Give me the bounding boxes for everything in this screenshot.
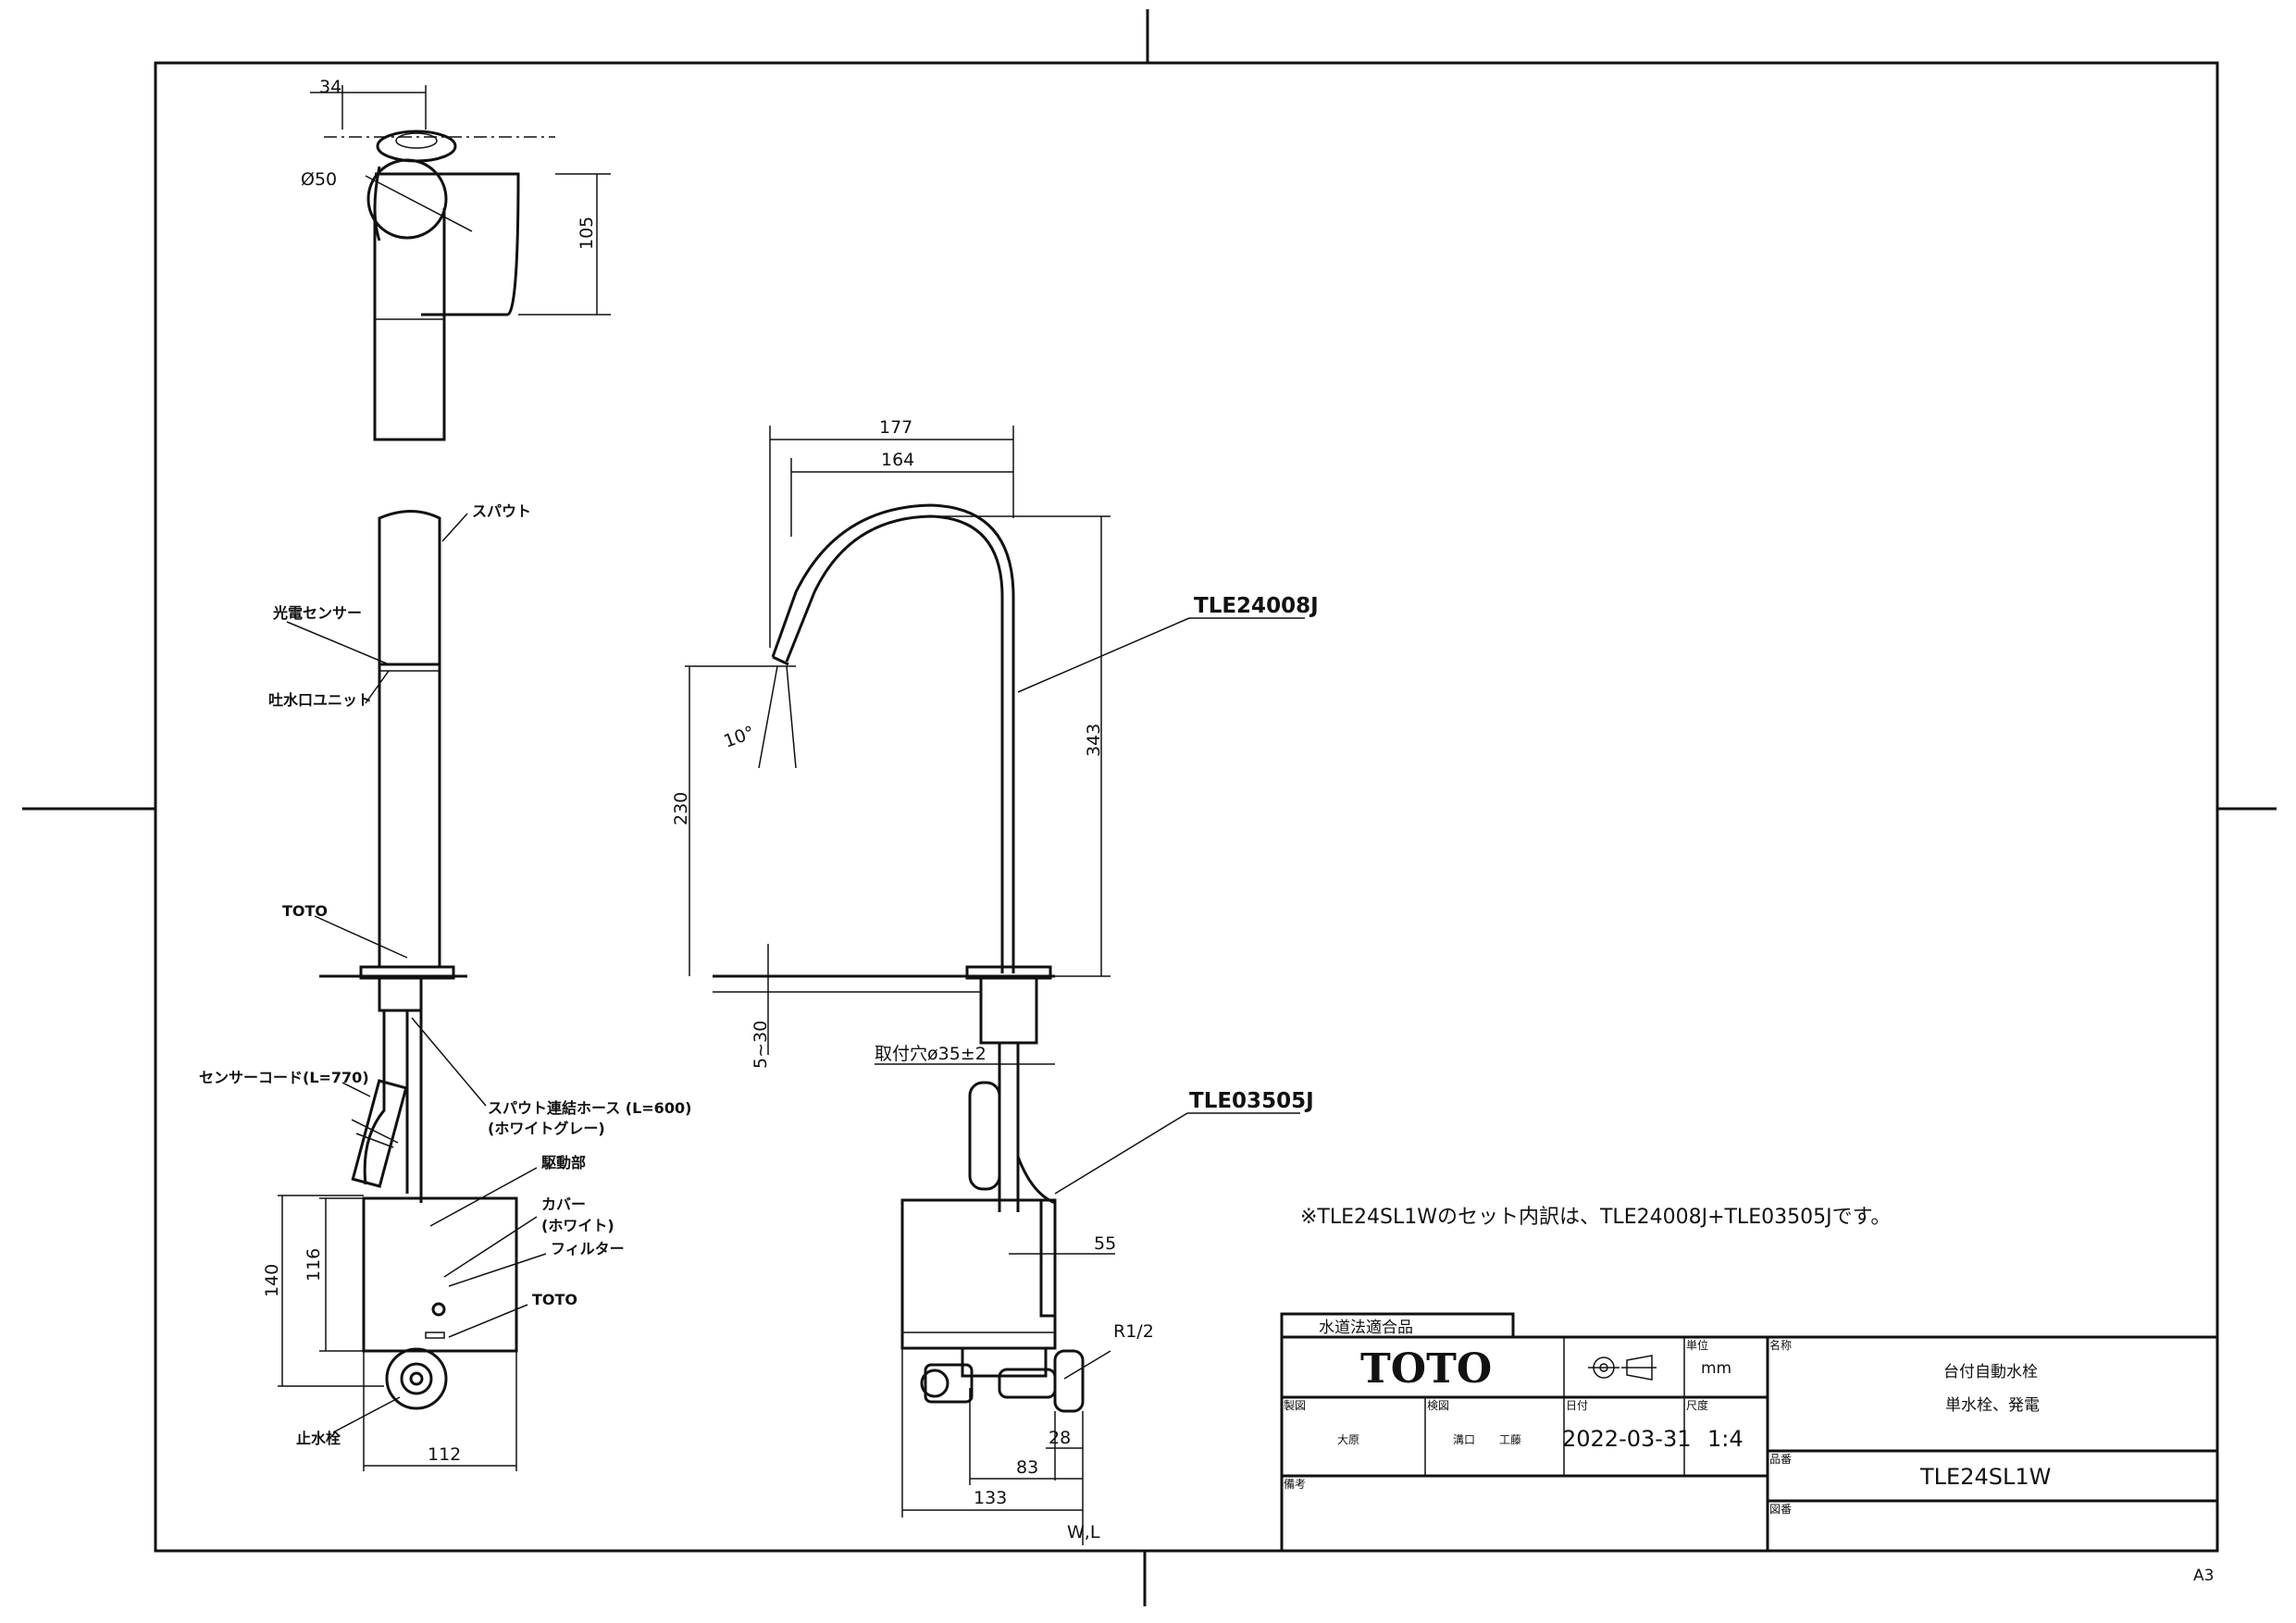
sheet-border bbox=[22, 9, 2277, 1606]
name-line-1: 台付自動水栓 bbox=[1943, 1363, 2038, 1381]
label-sensor-cord: センサーコード(L=770) bbox=[199, 1069, 369, 1086]
dim-140: 140 bbox=[262, 1264, 282, 1297]
spout-column-top bbox=[373, 208, 446, 441]
dim-34: 34 bbox=[319, 77, 341, 97]
approval-tag: 水道法適合品 bbox=[1319, 1319, 1413, 1337]
label-spout-hose-1: スパウト連結ホース (L=600) bbox=[488, 1099, 691, 1117]
inlet-fitting bbox=[1053, 1349, 1085, 1413]
label-toto-mark: TOTO bbox=[282, 902, 328, 920]
dim-343: 343 bbox=[1084, 724, 1104, 757]
title-block: 水道法適合品 TOTO 単位 mm 名称 台付自動水栓 単水栓、発電 製図 大原… bbox=[1280, 1312, 2219, 1553]
label-stop-valve: 止水栓 bbox=[296, 1430, 341, 1447]
gooseneck-spout-inner bbox=[771, 503, 1015, 973]
dim-wl: W,L bbox=[1067, 1522, 1100, 1542]
label-filter: フィルター bbox=[551, 1240, 625, 1258]
dim-177: 177 bbox=[879, 417, 912, 438]
date-label: 日付 bbox=[1566, 1399, 1588, 1412]
label-cover-1: カバー bbox=[541, 1196, 586, 1213]
dim-dia50: Ø50 bbox=[301, 169, 337, 190]
unit-value: mm bbox=[1701, 1359, 1731, 1378]
date-value: 2022-03-31 bbox=[1562, 1426, 1691, 1452]
remarks-label: 備考 bbox=[1284, 1477, 1306, 1491]
dim-105: 105 bbox=[577, 217, 597, 250]
scale-label: 尺度 bbox=[1686, 1398, 1708, 1412]
checked-value-1: 溝口 bbox=[1453, 1433, 1475, 1446]
model-spout-label: TLE24008J bbox=[1194, 594, 1319, 618]
drawn-label: 製図 bbox=[1284, 1399, 1306, 1412]
dim-55: 55 bbox=[1094, 1233, 1116, 1254]
dim-164: 164 bbox=[881, 450, 914, 470]
front-view: 10° R1/2 177 164 343 bbox=[671, 417, 1319, 1545]
projection-symbol-icon bbox=[1588, 1355, 1657, 1381]
product-value: TLE24SL1W bbox=[1919, 1464, 2051, 1490]
side-view: スパウト 光電センサー 吐水口ユニット TOTO センサーコード(L=770) … bbox=[199, 502, 691, 1471]
label-spout-hose-2: (ホワイトグレー) bbox=[488, 1120, 605, 1137]
spout-top-body bbox=[375, 172, 520, 316]
spout-circle bbox=[366, 158, 448, 240]
drive-unit-box bbox=[362, 1196, 518, 1353]
top-view: 34 Ø50 105 bbox=[301, 77, 611, 441]
dim-230: 230 bbox=[671, 792, 691, 825]
dim-28: 28 bbox=[1049, 1428, 1071, 1448]
drawn-value: 大原 bbox=[1337, 1433, 1359, 1446]
dim-thickness: 5~30 bbox=[751, 1021, 771, 1069]
dim-thread: R1/2 bbox=[1113, 1321, 1154, 1342]
label-outlet-unit: 吐水口ユニット bbox=[268, 691, 372, 709]
set-composition-note: ※TLE24SL1Wのセット内訳は、TLE24008J+TLE03505Jです。 bbox=[1300, 1206, 1891, 1229]
drawing-no-label: 図番 bbox=[1769, 1503, 1792, 1516]
checked-label: 検図 bbox=[1427, 1399, 1449, 1412]
aerator-cap bbox=[376, 130, 457, 163]
label-photo-sensor: 光電センサー bbox=[272, 604, 362, 622]
sensor-cord-line bbox=[363, 1010, 386, 1185]
label-spout: スパウト bbox=[472, 502, 531, 520]
scale-value: 1:4 bbox=[1707, 1426, 1744, 1452]
unit-label: 単位 bbox=[1686, 1338, 1708, 1352]
brand-logo: TOTO bbox=[1360, 1345, 1492, 1393]
dim-83: 83 bbox=[1016, 1457, 1038, 1478]
dim-133: 133 bbox=[974, 1488, 1007, 1508]
stop-valve-circle bbox=[385, 1347, 448, 1410]
sheet-size-label: A3 bbox=[2193, 1567, 2214, 1585]
gooseneck-spout-outer bbox=[785, 514, 1004, 973]
spout-column-side bbox=[378, 510, 441, 969]
label-toto-box: TOTO bbox=[532, 1291, 577, 1308]
model-unit-label: TLE03505J bbox=[1189, 1089, 1314, 1113]
name-label: 名称 bbox=[1769, 1338, 1792, 1352]
name-line-2: 単水栓、発電 bbox=[1945, 1396, 2040, 1415]
dim-hole: 取付穴ø35±2 bbox=[875, 1044, 987, 1064]
product-label: 品番 bbox=[1769, 1453, 1792, 1466]
dim-angle: 10° bbox=[721, 723, 757, 752]
label-cover-2: (ホワイト) bbox=[541, 1217, 614, 1234]
dim-112: 112 bbox=[428, 1444, 461, 1465]
dim-116: 116 bbox=[304, 1248, 324, 1282]
checked-value-2: 工藤 bbox=[1499, 1433, 1521, 1446]
front-drive-unit bbox=[900, 1198, 1057, 1350]
label-drive-unit: 駆動部 bbox=[541, 1154, 586, 1171]
valve-body bbox=[968, 1081, 1001, 1191]
